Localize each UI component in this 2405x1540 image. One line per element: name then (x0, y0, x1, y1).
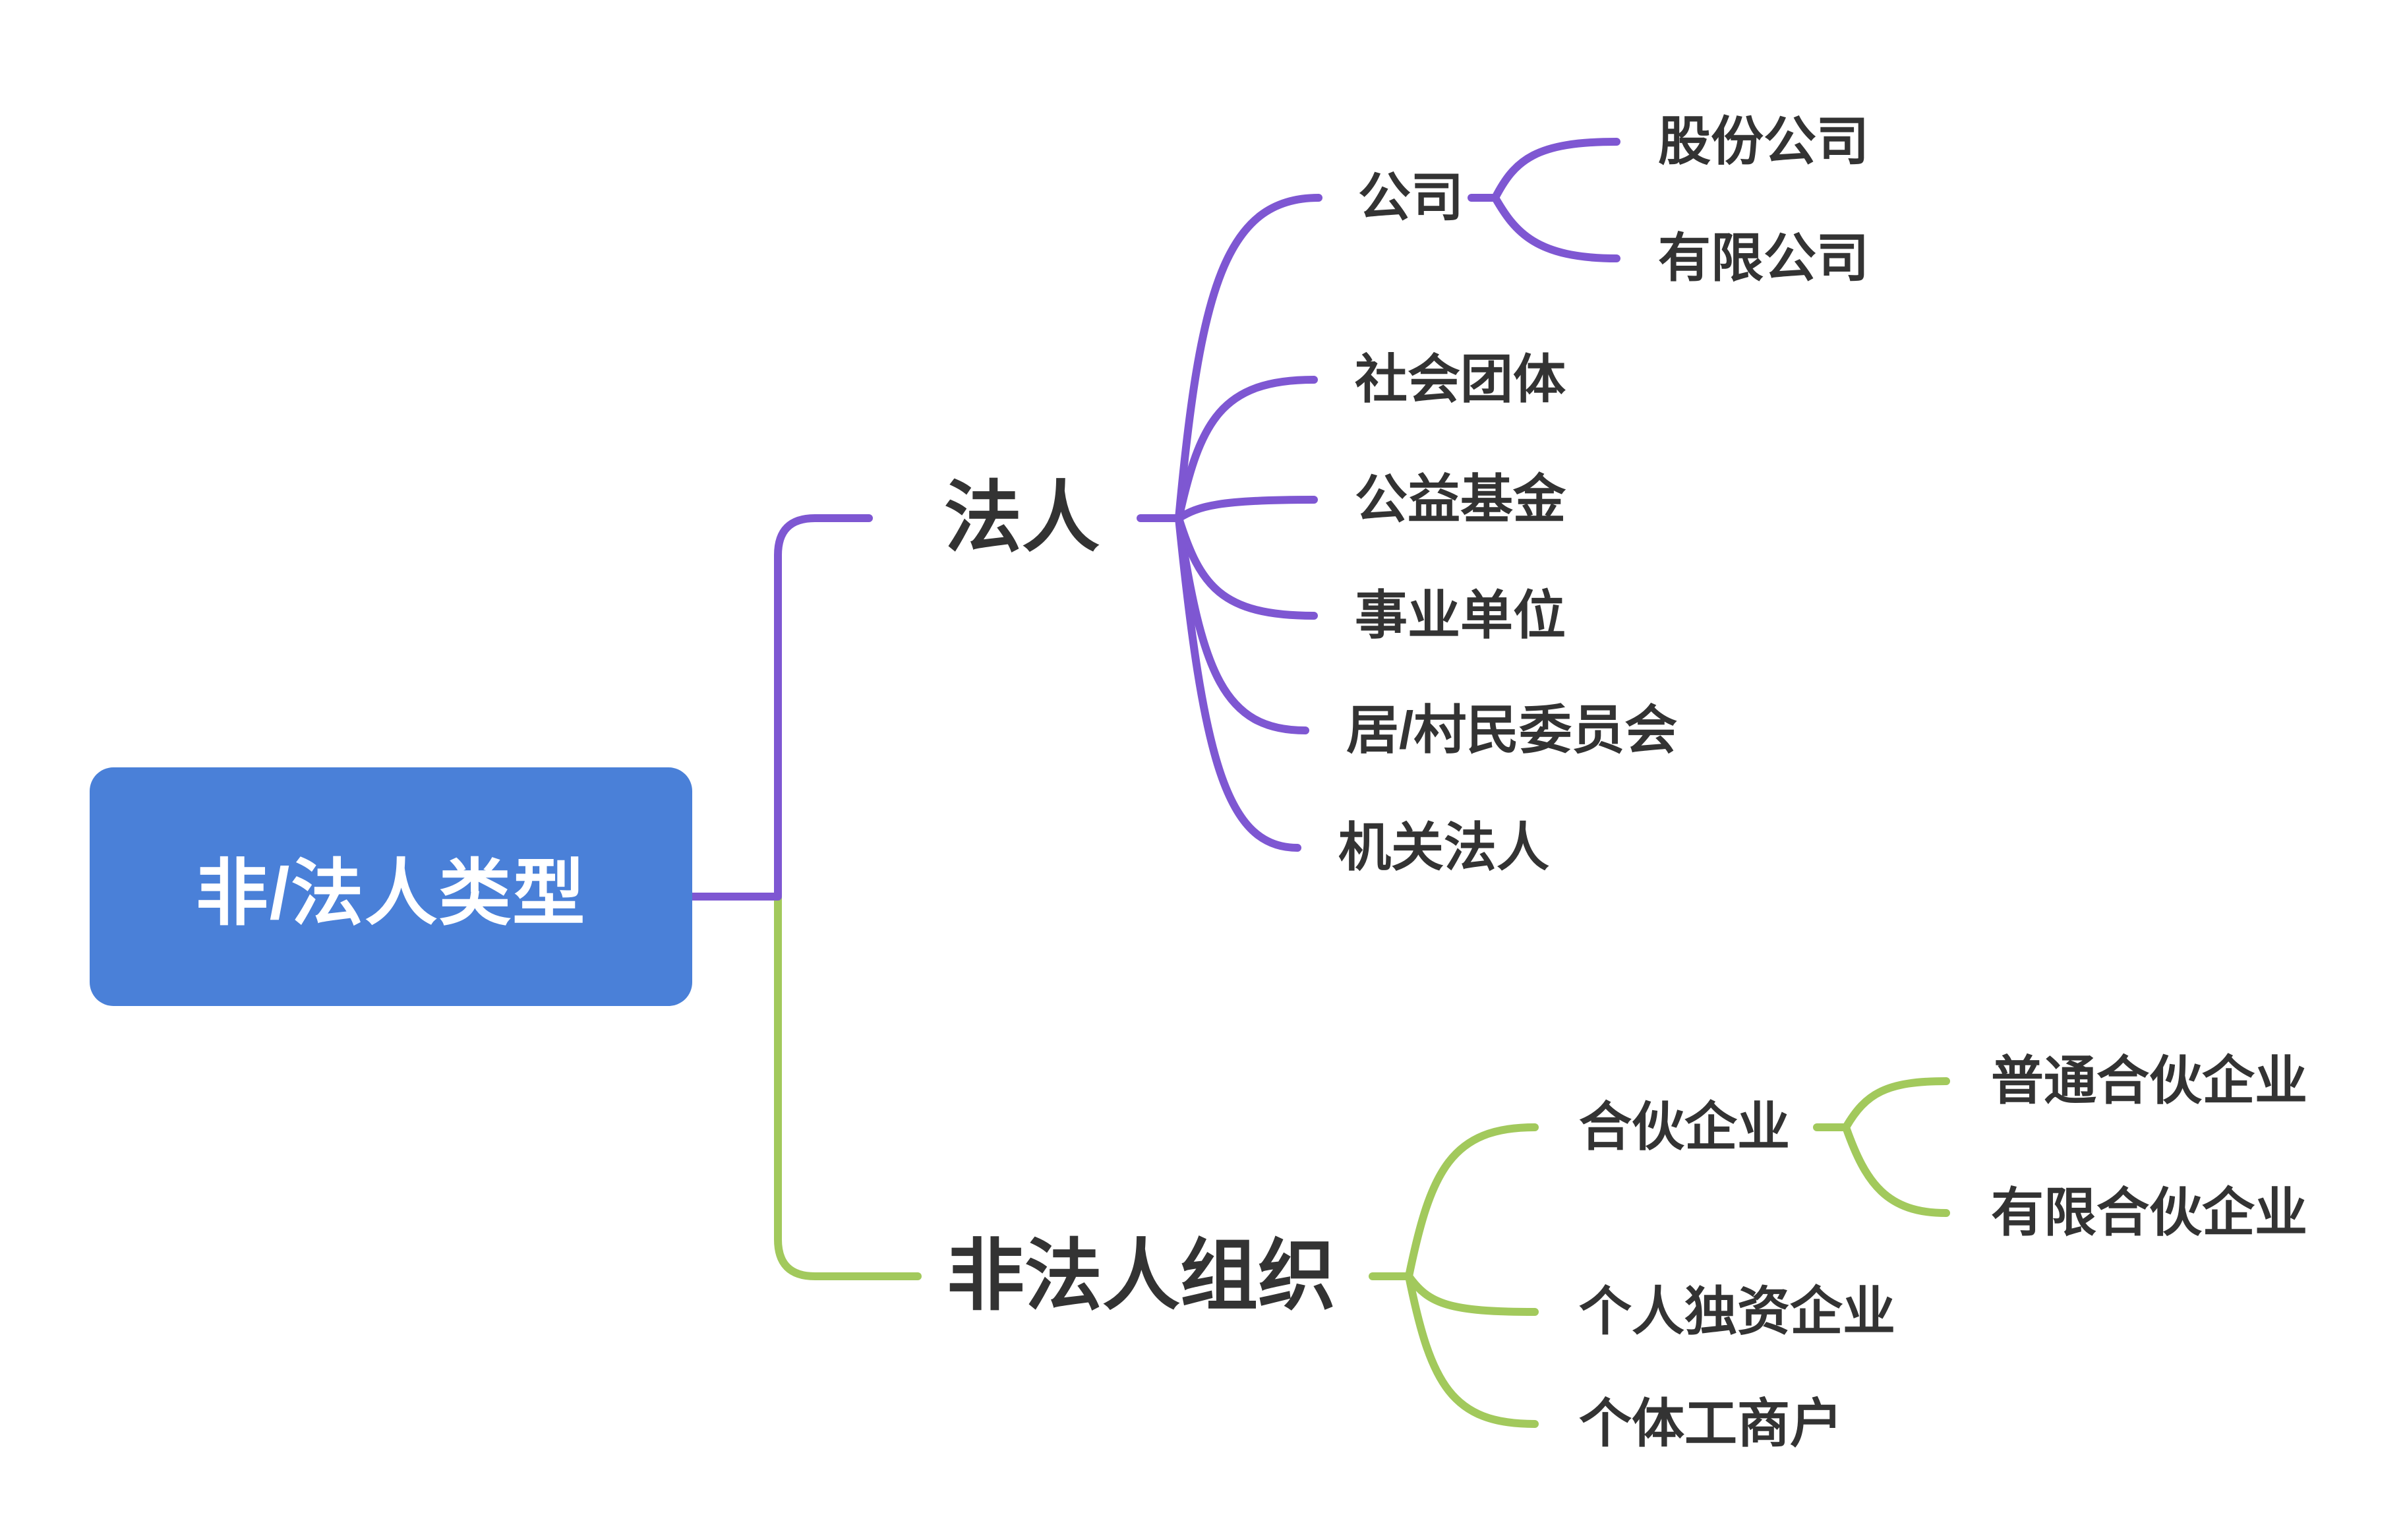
node-limited-partnership[interactable]: 有限合伙企业 (1991, 1183, 2307, 1242)
node-social-org[interactable]: 社会团体 (1355, 350, 1566, 409)
node-sole-proprietorship[interactable]: 个人独资企业 (1579, 1282, 1895, 1341)
node-state-organ[interactable]: 机关法人 (1338, 818, 1549, 877)
node-limited-company[interactable]: 有限公司 (1658, 229, 1869, 287)
nonlegal-branch-connectors (774, 889, 1950, 1428)
connector-company-joint-stock (1491, 138, 1620, 202)
node-general-partnership[interactable]: 普通合伙企业 (1991, 1051, 2307, 1110)
connector-nonlegal-sole-proprietorship (1405, 1272, 1539, 1316)
node-charity-fund[interactable]: 公益基金 (1355, 470, 1566, 529)
node-partnership[interactable]: 合伙企业 (1579, 1098, 1790, 1156)
node-root-label: 非/法人类型 (195, 853, 587, 934)
connector-legal-charity-fund (1175, 496, 1318, 522)
connector-nonlegal-partnership (1405, 1123, 1539, 1280)
connector-legal-residents-committee (1175, 514, 1309, 734)
connector-legal-social-org (1175, 376, 1318, 522)
node-residents-committee[interactable]: 居/村民委员会 (1346, 701, 1678, 759)
node-public-institution[interactable]: 事业单位 (1355, 586, 1566, 645)
legal-branch-connectors (688, 138, 1620, 901)
connector-nonlegal-individual-business (1405, 1272, 1539, 1428)
connector-legal-public-institution (1175, 514, 1318, 620)
connector-partnership-general (1842, 1077, 1950, 1131)
connector-legal-company (1175, 194, 1322, 522)
node-company[interactable]: 公司 (1358, 168, 1464, 227)
connector-legal-state-organ (1175, 514, 1301, 852)
connector-partnership-limited (1842, 1123, 1950, 1217)
connector-root-legal (688, 514, 873, 901)
node-root[interactable]: 非/法人类型 (90, 767, 692, 1006)
connector-company-limited (1491, 194, 1620, 262)
node-legal[interactable]: 法人 (944, 475, 1100, 562)
node-nonlegal[interactable]: 非法人组织 (947, 1233, 1336, 1320)
node-joint-stock-company[interactable]: 股份公司 (1658, 112, 1869, 171)
connector-root-nonlegal (774, 889, 922, 1280)
node-individual-business[interactable]: 个体工商户 (1579, 1394, 1843, 1453)
